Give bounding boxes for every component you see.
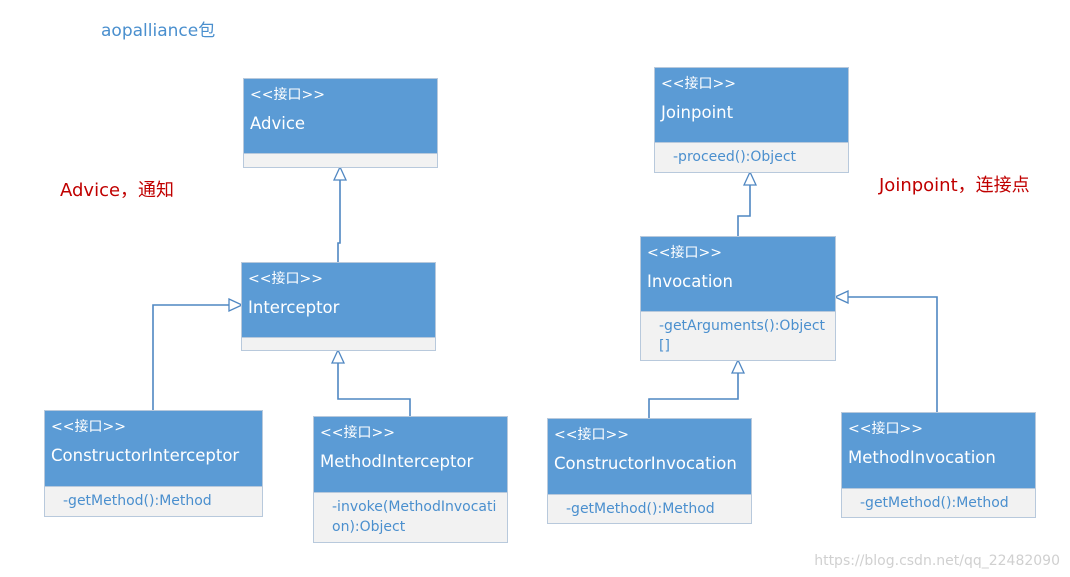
class-method-invocation[interactable]: <<接口>> MethodInvocation -getMethod():Met… [841,412,1036,518]
class-header: <<接口>> Invocation [641,237,835,312]
stereotype-label: <<接口>> [320,425,395,441]
generalization-methodinvocation-invocation [833,289,938,412]
stereotype-label: <<接口>> [848,421,923,437]
watermark: https://blog.csdn.net/qq_22482090 [814,553,1060,569]
class-members: -getMethod():Method [860,495,1009,511]
generalization-invocation-joinpoint [737,170,758,236]
class-method-interceptor[interactable]: <<接口>> MethodInterceptor -invoke(MethodI… [313,416,508,543]
page-title: aopalliance包 [101,21,216,41]
class-name: Invocation [647,272,733,291]
class-header: <<接口>> Joinpoint [655,68,848,143]
generalization-methodinterceptor-interceptor [330,348,411,416]
stereotype-label: <<接口>> [661,76,736,92]
class-invocation[interactable]: <<接口>> Invocation -getArguments():Object… [640,236,836,361]
generalization-constructorinvocation-invocation [648,358,746,418]
class-members: -getArguments():Object[] [659,318,826,354]
class-members: -getMethod():Method [63,493,212,509]
class-constructor-interceptor[interactable]: <<接口>> ConstructorInterceptor -getMethod… [44,410,263,517]
joinpoint-annotation: Joinpoint，连接点 [879,175,1030,196]
stereotype-label: <<接口>> [51,419,126,435]
class-members [242,338,435,342]
class-header: <<接口>> MethodInterceptor [314,417,507,493]
generalization-constructorinterceptor-interceptor [152,297,244,410]
class-header: <<接口>> Interceptor [242,263,435,338]
class-name: ConstructorInvocation [554,454,737,473]
class-header: <<接口>> MethodInvocation [842,413,1035,489]
class-name: Advice [250,114,306,133]
class-advice[interactable]: <<接口>> Advice [243,78,438,168]
class-constructor-invocation[interactable]: <<接口>> ConstructorInvocation -getMethod(… [547,418,752,524]
class-members: -invoke(MethodInvocation):Object [332,499,497,535]
class-name: Joinpoint [661,103,734,122]
class-header: <<接口>> ConstructorInvocation [548,419,751,495]
class-header: <<接口>> ConstructorInterceptor [45,411,262,487]
class-name: ConstructorInterceptor [51,446,240,465]
class-members: -proceed():Object [673,149,796,165]
class-interceptor[interactable]: <<接口>> Interceptor [241,262,436,351]
class-header: <<接口>> Advice [244,79,437,154]
class-name: MethodInterceptor [320,452,474,471]
class-members: -getMethod():Method [566,501,715,517]
advice-annotation: Advice，通知 [60,180,175,201]
class-joinpoint[interactable]: <<接口>> Joinpoint -proceed():Object [654,67,849,173]
stereotype-label: <<接口>> [647,245,722,261]
stereotype-label: <<接口>> [554,427,629,443]
class-name: MethodInvocation [848,448,996,467]
class-members [244,154,437,158]
stereotype-label: <<接口>> [250,87,325,103]
stereotype-label: <<接口>> [248,271,323,287]
class-name: Interceptor [248,298,340,317]
generalization-interceptor-advice [332,165,348,262]
